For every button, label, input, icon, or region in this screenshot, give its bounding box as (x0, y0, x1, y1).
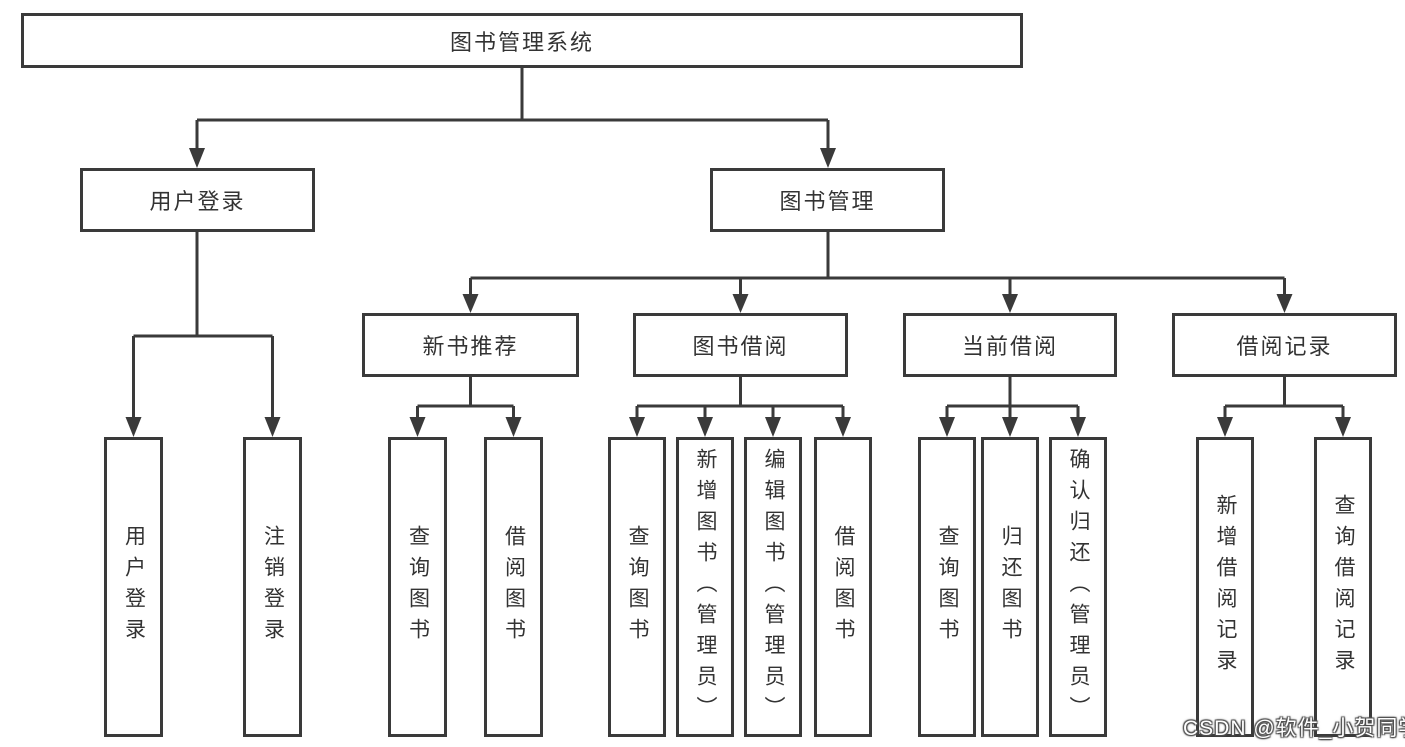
node-borrow-record: 借阅记录 (1172, 313, 1397, 377)
csdn-watermark: CSDN @软件_小贺同学 (1183, 717, 1405, 740)
node-root: 图书管理系统 (21, 13, 1023, 68)
leaf-query-book-1: 查询图书 (388, 437, 447, 737)
node-book-borrow: 图书借阅 (633, 313, 848, 377)
leaf-query-book-2-label: 查询图书 (626, 525, 649, 649)
leaf-add-book-admin: 新增图书（管理员） (676, 437, 734, 737)
node-root-label: 图书管理系统 (449, 29, 594, 55)
leaf-query-borrow-record: 查询借阅记录 (1314, 437, 1372, 737)
leaf-query-book-2: 查询图书 (608, 437, 666, 737)
leaf-user-login: 用户登录 (104, 437, 163, 737)
leaf-confirm-return-admin: 确认归还（管理员） (1049, 437, 1107, 737)
node-current-borrow-label: 当前借阅 (961, 334, 1058, 359)
node-book-management: 图书管理 (710, 168, 945, 232)
leaf-confirm-return-admin-label: 确认归还（管理员） (1067, 447, 1090, 727)
node-user-login-label: 用户登录 (149, 189, 246, 214)
leaf-add-book-admin-label: 新增图书（管理员） (694, 447, 717, 727)
leaf-add-borrow-record: 新增借阅记录 (1196, 437, 1254, 737)
node-current-borrow: 当前借阅 (903, 313, 1117, 377)
connector-book-borrow-split (629, 377, 851, 437)
node-borrow-record-label: 借阅记录 (1236, 334, 1333, 359)
connector-borrow-record-split (1217, 377, 1351, 437)
connector-book-management-split (462, 232, 1293, 313)
node-new-book-recommend: 新书推荐 (362, 313, 579, 377)
connector-user-login-split (125, 232, 281, 437)
connector-root-split (189, 68, 836, 168)
node-user-login: 用户登录 (80, 168, 315, 232)
leaf-query-borrow-record-label: 查询借阅记录 (1332, 494, 1355, 680)
connector-new-book-split (409, 377, 522, 437)
connector-current-borrow-split (939, 377, 1086, 437)
leaf-borrow-book-2: 借阅图书 (814, 437, 872, 737)
leaf-return-book-label: 归还图书 (999, 525, 1022, 649)
leaf-logout-label: 注销登录 (261, 525, 285, 649)
leaf-add-borrow-record-label: 新增借阅记录 (1214, 494, 1237, 680)
leaf-query-book-3: 查询图书 (918, 437, 976, 737)
leaf-borrow-book-2-label: 借阅图书 (832, 525, 855, 649)
leaf-query-book-3-label: 查询图书 (936, 525, 959, 649)
leaf-return-book: 归还图书 (981, 437, 1039, 737)
node-book-management-label: 图书管理 (779, 189, 876, 214)
leaf-borrow-book-1: 借阅图书 (484, 437, 543, 737)
leaf-user-login-label: 用户登录 (122, 525, 146, 649)
leaf-query-book-1-label: 查询图书 (406, 525, 430, 649)
node-new-book-recommend-label: 新书推荐 (422, 334, 519, 359)
leaf-edit-book-admin-label: 编辑图书（管理员） (762, 447, 785, 727)
node-book-borrow-label: 图书借阅 (692, 334, 789, 359)
leaf-logout: 注销登录 (243, 437, 302, 737)
leaf-borrow-book-1-label: 借阅图书 (502, 525, 526, 649)
leaf-edit-book-admin: 编辑图书（管理员） (744, 437, 802, 737)
